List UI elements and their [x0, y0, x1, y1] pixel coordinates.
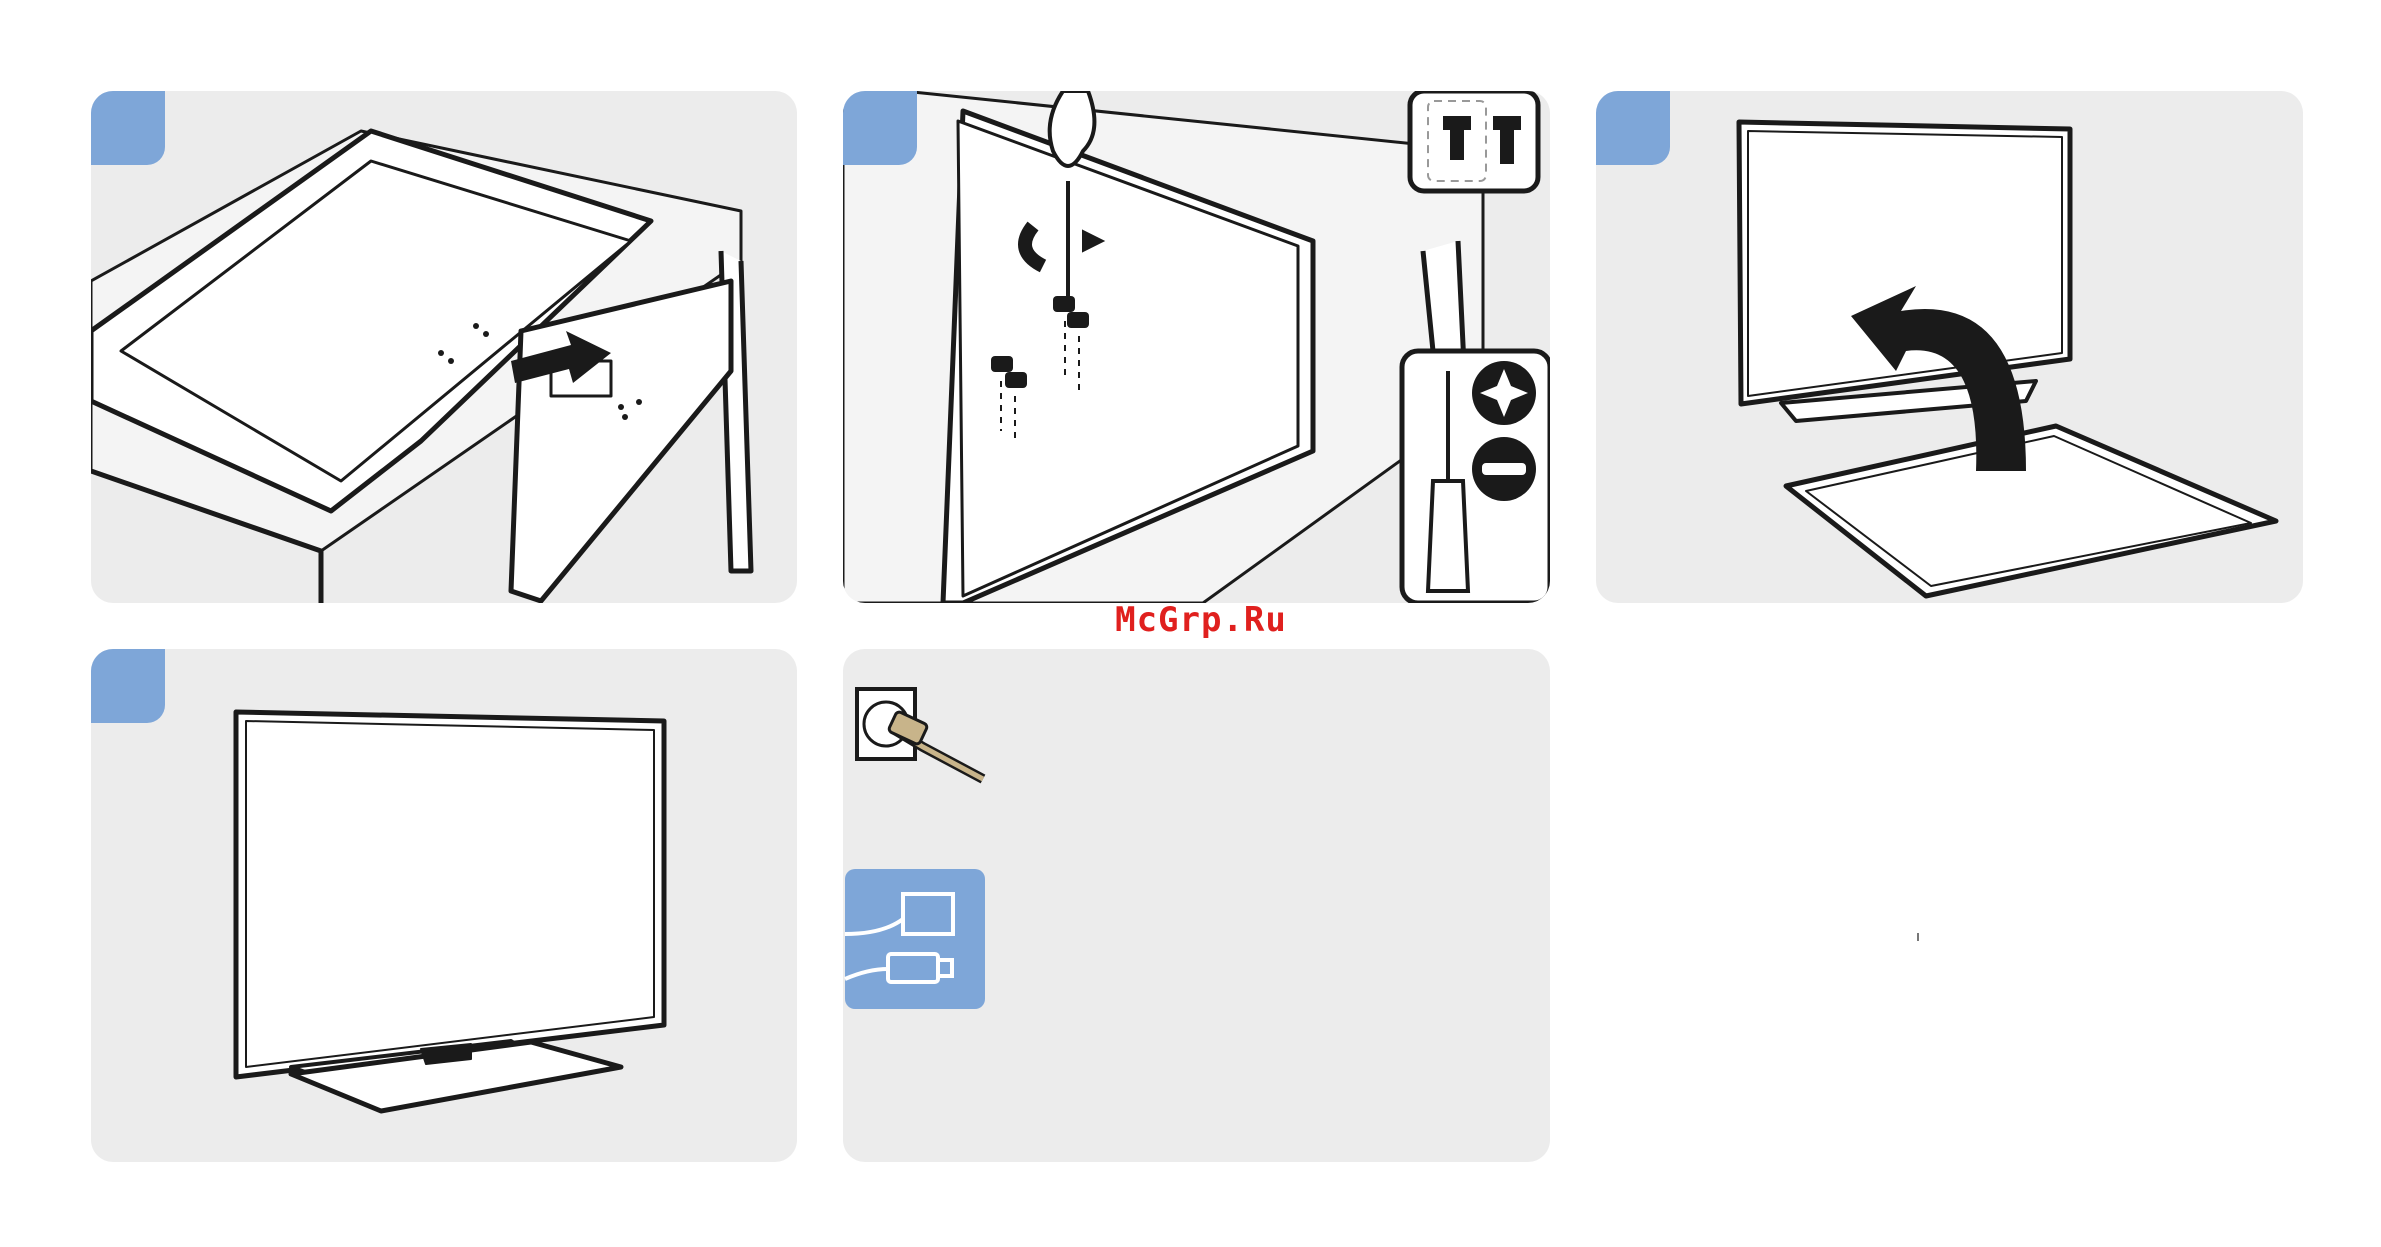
step-badge-3 — [1596, 91, 1670, 165]
watermark-text: McGrp.Ru — [1096, 600, 1306, 640]
step-badge-2 — [843, 91, 917, 165]
tv-upright-arrow-illustration — [1596, 91, 2303, 603]
stand-neck-insert-illustration — [91, 91, 797, 603]
panel-step-4 — [91, 649, 797, 1162]
power-outlet-icon — [857, 689, 983, 779]
step-badge-4 — [91, 649, 165, 723]
screw-fastening-illustration — [843, 91, 1550, 603]
panel-step-2 — [843, 91, 1550, 603]
screw-icon — [1410, 91, 1538, 191]
panel-step-3 — [1596, 91, 2303, 603]
panel-step-5 — [843, 649, 1550, 1162]
stray-mark — [1917, 933, 1919, 941]
tv-on-stand-illustration — [91, 649, 797, 1162]
connections-illustration — [843, 649, 1550, 1162]
flat-head-icon — [1472, 437, 1536, 501]
step-badge-1 — [91, 91, 165, 165]
panel-step-1 — [91, 91, 797, 603]
phillips-head-icon — [1472, 361, 1536, 425]
